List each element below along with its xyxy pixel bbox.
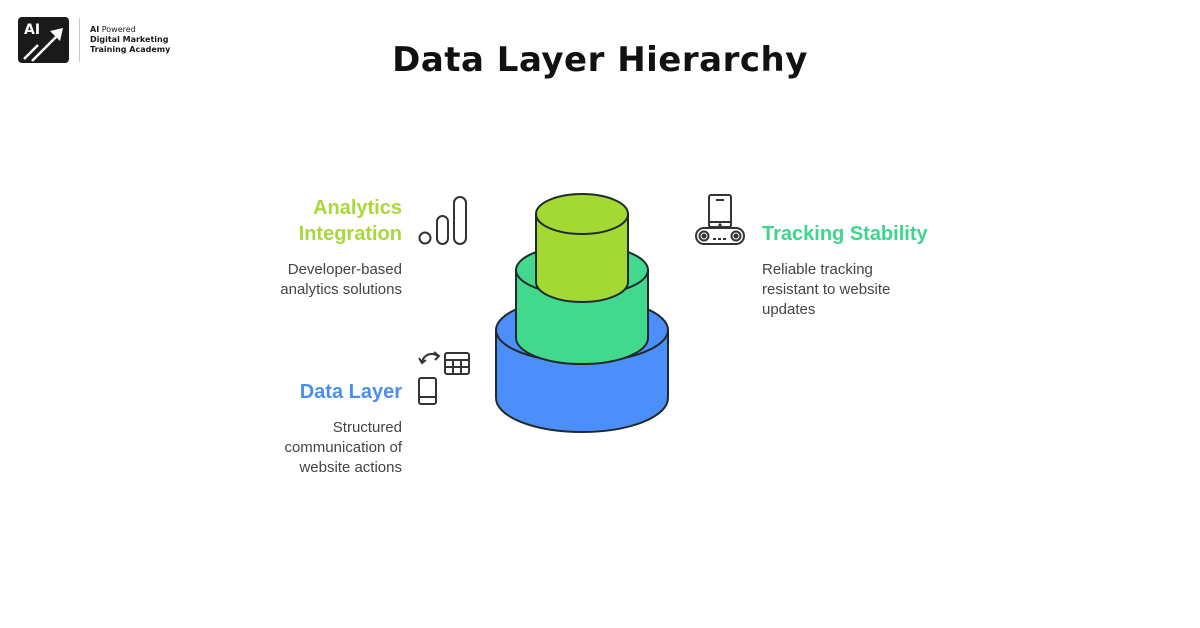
data-layer-title: Data Layer <box>232 379 402 405</box>
brand-logo: AI AI Powered Digital Marketing Training… <box>18 17 170 63</box>
analytics-title-line1: Analytics <box>313 197 402 219</box>
analytics-title-line2: Integration <box>298 223 402 245</box>
data-exchange-icon <box>418 351 470 405</box>
logo-line3: Training Academy <box>90 45 171 54</box>
logo-badge: AI <box>18 17 69 63</box>
data-layer-desc-line1: Structured <box>332 419 402 436</box>
tracking-desc-line1: Reliable tracking <box>762 261 873 278</box>
bar-chart-icon <box>418 196 467 245</box>
data-layer-desc-line2: communication of <box>284 439 402 456</box>
data-layer-description: Structured communication of website acti… <box>232 418 402 478</box>
data-layer-title-line1: Data Layer <box>299 381 402 403</box>
analytics-integration-title: Analytics Integration <box>232 195 402 247</box>
phone-dock-icon <box>695 194 745 245</box>
analytics-desc-line2: analytics solutions <box>280 281 402 298</box>
data-layer-desc-line3: website actions <box>299 459 402 476</box>
analytics-integration-description: Developer-based analytics solutions <box>232 260 402 300</box>
logo-divider <box>79 18 80 62</box>
tracking-title-line1: Tracking Stability <box>762 223 928 245</box>
tracking-desc-line3: updates <box>762 301 816 318</box>
page-title: Data Layer Hierarchy <box>392 40 808 80</box>
tracking-stability-title: Tracking Stability <box>762 221 982 247</box>
growth-arrow-icon <box>23 28 63 62</box>
tracking-desc-line2: resistant to website <box>762 281 891 298</box>
logo-line1-bold: AI <box>90 25 100 34</box>
logo-line2: Digital Marketing <box>90 35 169 44</box>
analytics-desc-line1: Developer-based <box>287 261 402 278</box>
tracking-stability-description: Reliable tracking resistant to website u… <box>762 260 962 320</box>
logo-line1-rest: Powered <box>99 25 136 34</box>
cylinder-analytics-integration <box>535 193 629 303</box>
logo-badge-text: AI <box>24 22 41 38</box>
logo-text: AI Powered Digital Marketing Training Ac… <box>90 25 170 55</box>
